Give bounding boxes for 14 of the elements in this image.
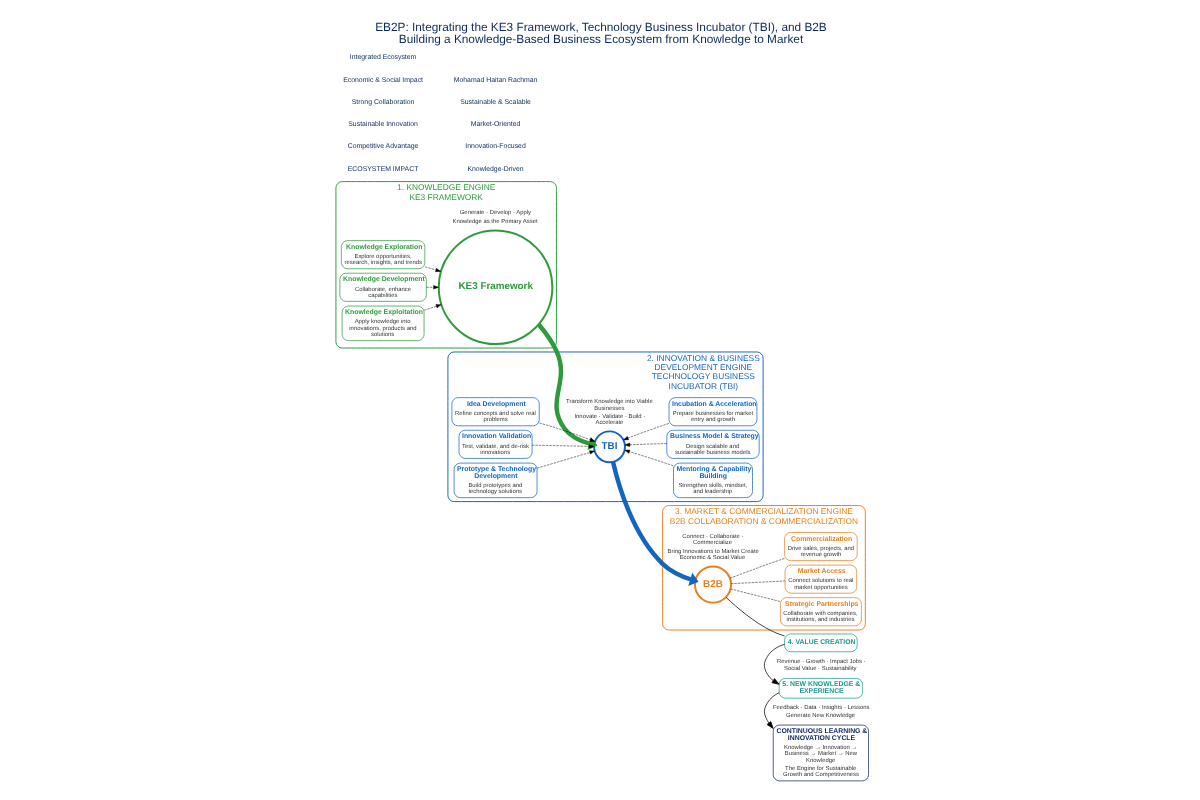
arrow bbox=[763, 692, 779, 729]
arrow bbox=[609, 461, 698, 586]
arrow bbox=[538, 422, 595, 442]
arrow bbox=[762, 643, 784, 685]
connector bbox=[724, 596, 784, 637]
arrow bbox=[422, 304, 441, 311]
arrow bbox=[423, 266, 440, 272]
arrow bbox=[622, 423, 669, 441]
arrow bbox=[623, 442, 666, 447]
arrow bbox=[535, 450, 594, 469]
arrow bbox=[530, 444, 594, 449]
arrow bbox=[425, 285, 438, 290]
arrow bbox=[623, 449, 673, 466]
arrow bbox=[536, 323, 597, 451]
